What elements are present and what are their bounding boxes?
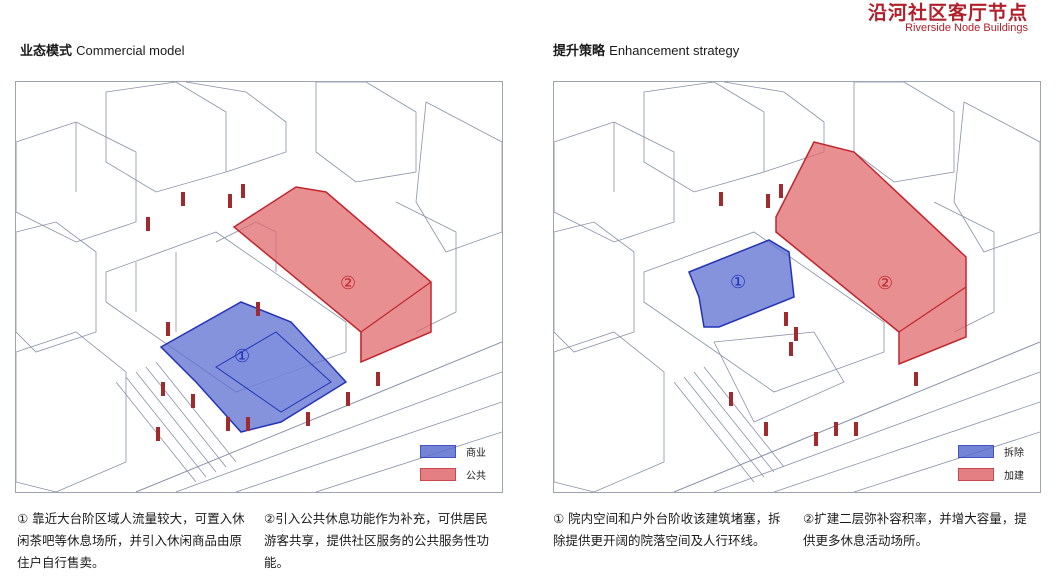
description-right-1: ① 院内空间和户外台阶收该建筑堵塞，拆除提供更开阔的院落空间及人行环线。 xyxy=(553,511,781,548)
heading-zh: 提升策略 xyxy=(553,44,606,59)
legend-item-commercial: 商业 xyxy=(420,444,486,459)
description-left-1: ① 靠近大台阶区域人流量较大，可置入休闲茶吧等休息场所，并引入休闲商品由原住户自… xyxy=(17,511,245,570)
heading-en: Enhancement strategy xyxy=(609,43,740,58)
marker-2: ② xyxy=(340,273,356,294)
legend-label: 加建 xyxy=(1004,471,1024,482)
axonometric-drawing: ① ② xyxy=(554,82,1040,492)
commercial-building-highlight xyxy=(159,301,348,433)
legend-swatch xyxy=(958,468,994,481)
marker-2: ② xyxy=(877,273,893,294)
legend-swatch xyxy=(420,468,456,481)
marker-1: ① xyxy=(234,346,250,367)
heading-zh: 业态模式 xyxy=(20,44,73,59)
panel-heading-left: 业态模式 Commercial model xyxy=(20,40,185,59)
marker-1: ① xyxy=(730,272,746,293)
legend-swatch xyxy=(958,445,994,458)
legend-label: 拆除 xyxy=(1004,448,1024,459)
legend-item-addition: 加建 xyxy=(958,467,1024,482)
legend-item-public: 公共 xyxy=(420,467,486,482)
addition-building-highlight xyxy=(775,141,967,366)
axonometric-panel-right: ① ② 拆除 加建 xyxy=(553,81,1041,493)
demolition-building-highlight xyxy=(688,239,795,328)
description-left-2: ②引入公共休息功能作为补充，可供居民游客共享，提供社区服务的公共服务性功能。 xyxy=(264,511,490,570)
description-right-2: ②扩建二层弥补容积率，并增大容量，提供更多休息活动场所。 xyxy=(803,511,1027,548)
page-title: 沿河社区客厅节点 xyxy=(867,2,1028,24)
panel-heading-right: 提升策略 Enhancement strategy xyxy=(553,40,739,59)
axonometric-drawing: ① ② xyxy=(16,82,502,492)
public-building-highlight xyxy=(232,186,432,364)
legend-item-demolition: 拆除 xyxy=(958,444,1024,459)
page-subtitle: Riverside Node Buildings xyxy=(905,22,1028,34)
legend-swatch xyxy=(420,445,456,458)
legend-label: 商业 xyxy=(466,448,486,459)
axonometric-panel-left: ① ② 商业 公共 xyxy=(15,81,503,493)
heading-en: Commercial model xyxy=(76,43,185,58)
legend: 商业 公共 xyxy=(420,436,486,482)
legend: 拆除 加建 xyxy=(958,436,1024,482)
legend-label: 公共 xyxy=(466,471,486,482)
